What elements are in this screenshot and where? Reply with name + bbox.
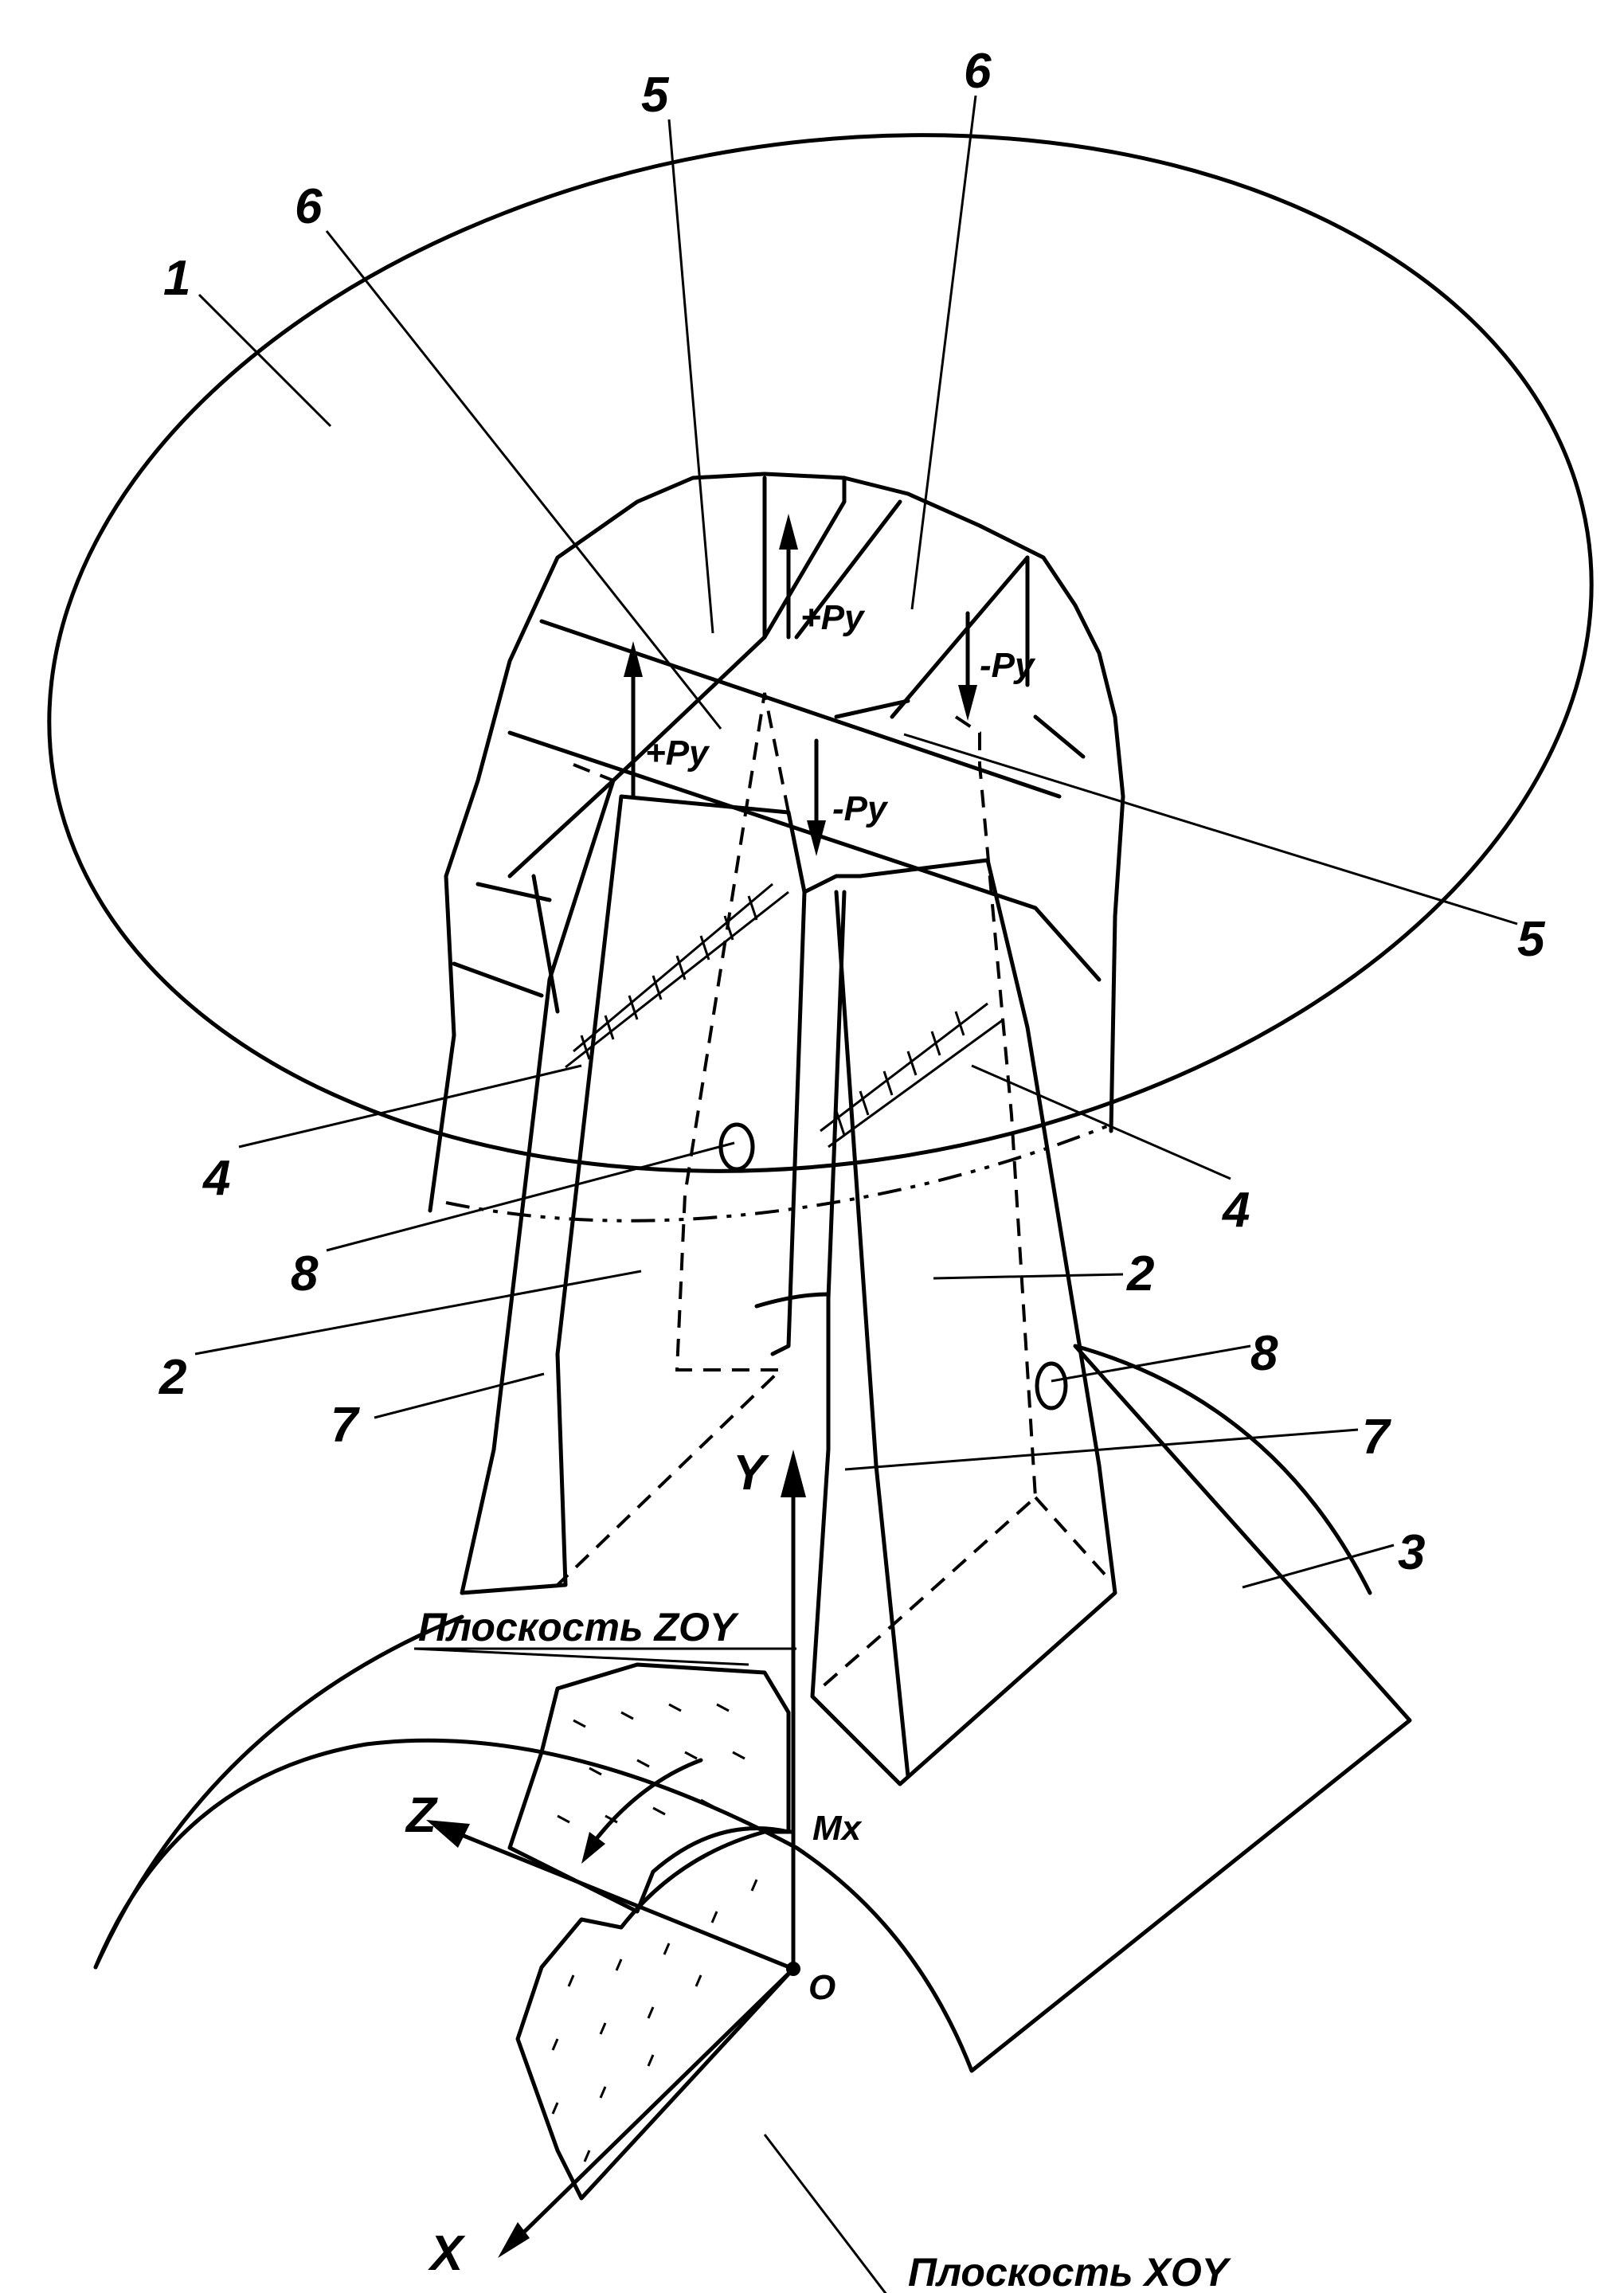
part-1-ellipse [47, 133, 1594, 1173]
label-4-left: 4 [202, 1151, 230, 1206]
axis-z-label: Z [405, 1788, 438, 1843]
label-5-right: 5 [1517, 912, 1546, 967]
force-minus-py-center: -Py [832, 789, 889, 828]
force-plus-py-center: +Py [800, 598, 866, 637]
plane-xoy [515, 1829, 796, 2201]
plane-zoy [507, 1662, 791, 1914]
leader-lines [194, 95, 1518, 2293]
label-8-right: 8 [1250, 1326, 1278, 1381]
plane-xoy-caption: Плоскость XOY [908, 2250, 1232, 2293]
force-minus-py-right: -Py [980, 646, 1036, 685]
origin-label: O [808, 1968, 835, 2007]
label-6-right: 6 [964, 44, 992, 99]
label-5-top: 5 [641, 68, 670, 123]
label-1: 1 [163, 251, 190, 306]
label-2-left: 2 [158, 1350, 186, 1405]
part-2-right-bracket [754, 715, 1117, 1786]
label-7-left: 7 [331, 1398, 360, 1453]
axis-x-label: X [428, 2226, 466, 2281]
axis-y-label: Y [733, 1446, 770, 1501]
force-plus-py-left: +Py [645, 734, 710, 773]
label-7-right: 7 [1362, 1410, 1391, 1465]
axes [426, 1450, 806, 2258]
label-4-right: 4 [1221, 1183, 1250, 1238]
label-6-left: 6 [295, 179, 323, 234]
part-2-left-bracket [460, 692, 807, 1595]
plane-hatching [551, 1703, 758, 2162]
label-8-left: 8 [291, 1246, 319, 1301]
grid-lines [452, 475, 1102, 1014]
ellipse-hidden-edge [445, 1121, 1116, 1223]
moment-mx-label: Mx [812, 1809, 863, 1848]
part-3-base [93, 1344, 1412, 2073]
force-arrows [624, 514, 977, 856]
label-2-right: 2 [1126, 1246, 1154, 1301]
plane-zoy-caption: Плоскость ZOY [418, 1605, 740, 1649]
label-3: 3 [1398, 1525, 1425, 1580]
